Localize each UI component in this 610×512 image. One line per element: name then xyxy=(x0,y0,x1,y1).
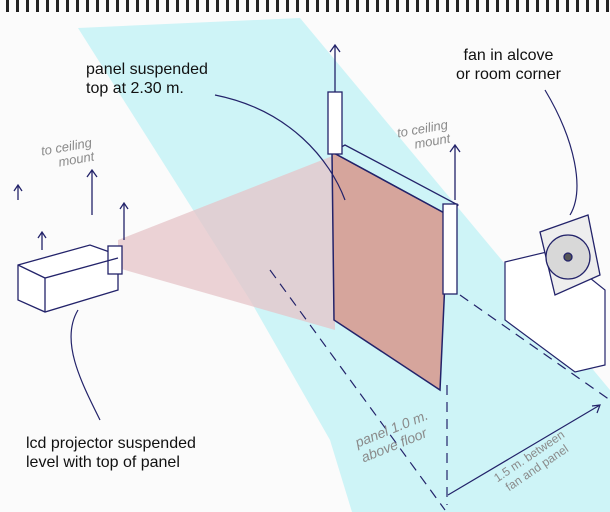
spiral-ring xyxy=(216,0,219,12)
spiral-ring xyxy=(106,0,109,12)
label-line: fan in alcove xyxy=(463,47,554,64)
spiral-ring xyxy=(16,0,19,12)
spiral-ring xyxy=(186,0,189,12)
spiral-ring xyxy=(166,0,169,12)
spiral-ring xyxy=(306,0,309,12)
spiral-ring xyxy=(346,0,349,12)
label-line: panel suspended xyxy=(86,61,208,78)
spiral-ring xyxy=(466,0,469,12)
spiral-ring xyxy=(116,0,119,12)
spiral-ring xyxy=(536,0,539,12)
spiral-ring xyxy=(446,0,449,12)
spiral-ring xyxy=(36,0,39,12)
spiral-binding xyxy=(0,0,610,12)
spiral-ring xyxy=(596,0,599,12)
spiral-ring xyxy=(386,0,389,12)
spiral-ring xyxy=(136,0,139,12)
spiral-ring xyxy=(576,0,579,12)
spiral-ring xyxy=(196,0,199,12)
spiral-ring xyxy=(526,0,529,12)
spiral-ring xyxy=(246,0,249,12)
spiral-ring xyxy=(256,0,259,12)
spiral-ring xyxy=(156,0,159,12)
spiral-ring xyxy=(396,0,399,12)
label-line: level with top of panel xyxy=(26,454,180,471)
spiral-ring xyxy=(46,0,49,12)
panel-height-label: panel suspended top at 2.30 m. xyxy=(86,60,208,98)
spiral-ring xyxy=(76,0,79,12)
spiral-ring xyxy=(416,0,419,12)
spiral-ring xyxy=(96,0,99,12)
spiral-ring xyxy=(146,0,149,12)
label-line: lcd projector suspended xyxy=(26,435,196,452)
spiral-ring xyxy=(566,0,569,12)
spiral-ring xyxy=(276,0,279,12)
distance-arrow xyxy=(447,404,601,496)
projector-label: lcd projector suspended level with top o… xyxy=(26,434,196,472)
spiral-ring xyxy=(586,0,589,12)
dashed-guides xyxy=(269,269,610,511)
spiral-ring xyxy=(376,0,379,12)
spiral-ring xyxy=(406,0,409,12)
spiral-ring xyxy=(456,0,459,12)
spiral-ring xyxy=(326,0,329,12)
spiral-ring xyxy=(226,0,229,12)
spiral-ring xyxy=(66,0,69,12)
spiral-ring xyxy=(266,0,269,12)
spiral-ring xyxy=(516,0,519,12)
spiral-ring xyxy=(126,0,129,12)
projector-beam xyxy=(118,155,335,330)
projector xyxy=(17,244,123,313)
spiral-ring xyxy=(206,0,209,12)
spiral-ring xyxy=(486,0,489,12)
spiral-ring xyxy=(286,0,289,12)
spiral-ring xyxy=(606,0,609,12)
label-line: or room corner xyxy=(456,66,561,83)
spiral-ring xyxy=(436,0,439,12)
spiral-ring xyxy=(426,0,429,12)
spiral-ring xyxy=(366,0,369,12)
spiral-ring xyxy=(316,0,319,12)
fan-icon xyxy=(539,214,601,296)
spiral-ring xyxy=(176,0,179,12)
label-line: top at 2.30 m. xyxy=(86,80,184,97)
spiral-ring xyxy=(86,0,89,12)
spiral-ring xyxy=(556,0,559,12)
spiral-ring xyxy=(356,0,359,12)
pointer-arrows xyxy=(70,89,578,421)
spiral-ring xyxy=(546,0,549,12)
spiral-ring xyxy=(496,0,499,12)
spiral-ring xyxy=(236,0,239,12)
spiral-ring xyxy=(6,0,9,12)
fan-location-label: fan in alcove or room corner xyxy=(456,46,561,84)
spiral-ring xyxy=(506,0,509,12)
spiral-ring xyxy=(336,0,339,12)
spiral-ring xyxy=(56,0,59,12)
spiral-ring xyxy=(476,0,479,12)
spiral-ring xyxy=(296,0,299,12)
spiral-ring xyxy=(26,0,29,12)
up-arrows xyxy=(13,43,461,250)
